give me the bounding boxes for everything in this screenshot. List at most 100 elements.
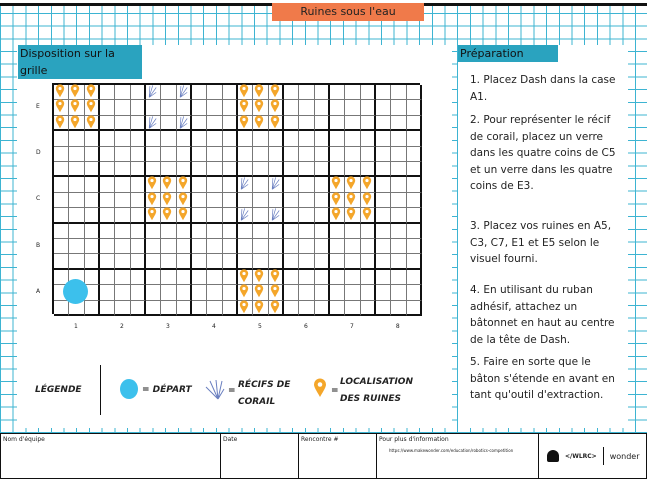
grid-subcell [345,115,361,132]
grid-subcell [237,223,254,239]
grid-subcell [54,208,70,224]
grid-subcell [375,100,392,116]
grid-heading: Disposition sur la grille [18,45,142,79]
grid-subcell [54,269,70,286]
ruin-pin-icon [55,115,65,129]
ruin-pin-icon [270,115,279,129]
grid-subcell [299,162,315,178]
grid-subcell [115,192,131,209]
grid-subcell [161,192,177,209]
grid-subcell [314,192,330,209]
col-label: 1 [74,323,78,330]
grid-subcell [360,269,376,286]
grid-subcell [115,146,131,162]
grid-subcell [99,192,116,209]
grid-subcell [329,223,346,239]
grid-subcell [161,208,177,224]
grid-subcell [391,131,407,147]
prep-panel [458,45,628,428]
grid-subcell [283,162,300,178]
grid-subcell [253,300,269,316]
ruin-pin-icon [163,176,172,190]
grid-subcell [283,208,300,224]
grid-subcell [314,131,330,147]
grid-subcell [130,239,146,255]
team-name-field[interactable]: Nom d'équipe [1,434,221,478]
date-field[interactable]: Date [221,434,299,478]
grid-subcell [115,223,131,239]
grid-subcell [345,208,361,224]
grid-subcell [191,208,208,224]
grid-subcell [99,131,116,147]
grid-subcell [299,131,315,147]
grid-subcell [406,208,422,224]
grid-subcell [176,115,192,132]
grid-subcell [115,254,131,270]
grid-subcell [54,162,70,178]
grid-subcell [345,162,361,178]
ruin-pin-icon [239,84,249,98]
grid-subcell [191,115,208,132]
prep-step-4: 4. En utilisant du ruban adhésif, attach… [470,284,615,346]
prep-step-5: 5. Faire en sorte que le bâton s'étende … [470,356,615,401]
grid-subcell [375,85,392,101]
ruin-pin-icon [178,207,187,221]
grid-subcell [54,239,70,255]
grid-subcell [207,192,223,209]
grid-subcell [69,177,85,193]
prep-step-2: 2. Pour représenter le récif de corail, … [470,114,616,192]
grid-subcell [54,300,70,316]
grid-subcell [406,115,422,132]
grid-subcell [99,177,116,193]
grid-subcell [299,177,315,193]
grid-subcell [176,100,192,116]
grid-subcell [84,115,100,132]
info-url[interactable]: https://www.makewonder.com/education/rob… [389,448,514,453]
grid-subcell [207,254,223,270]
grid-subcell [268,115,284,132]
grid-subcell [176,223,192,239]
grid-subcell [115,115,131,132]
grid-subcell [329,177,346,193]
grid-subcell [207,285,223,301]
grid-subcell [375,300,392,316]
grid-subcell [406,300,422,316]
grid-subcell [207,100,223,116]
grid-subcell [130,192,146,209]
ruin-pin-icon [347,176,356,190]
grid-subcell [375,146,392,162]
row-label: E [36,103,40,110]
grid-subcell [345,239,361,255]
grid-subcell [145,115,162,132]
grid-subcell [130,300,146,316]
ruin-pin-icon [255,299,264,313]
grid-subcell [191,300,208,316]
grid-subcell [130,85,146,101]
grid-subcell [145,223,162,239]
grid-subcell [253,146,269,162]
grid-subcell [406,223,422,239]
grid-subcell [314,239,330,255]
grid-subcell [391,177,407,193]
grid-subcell [375,285,392,301]
grid-subcell [391,239,407,255]
grid-subcell [69,300,85,316]
grid-subcell [360,208,376,224]
grid-subcell [145,100,162,116]
coral-reef-icon [271,177,280,190]
grid-subcell [145,254,162,270]
ruin-pin-icon [239,284,249,298]
grid-subcell [207,300,223,316]
grid-subcell [130,146,146,162]
col-label: 3 [165,323,170,330]
grid-subcell [268,85,284,101]
grid-subcell [391,115,407,132]
grid-subcell [391,254,407,270]
grid-subcell [283,115,300,132]
grid-subcell [69,85,85,101]
grid-subcell [268,239,284,255]
ruin-pin-icon [270,99,279,113]
grid-subcell [375,208,392,224]
match-field[interactable]: Rencontre # [299,434,377,478]
ruin-pin-icon [270,84,279,98]
